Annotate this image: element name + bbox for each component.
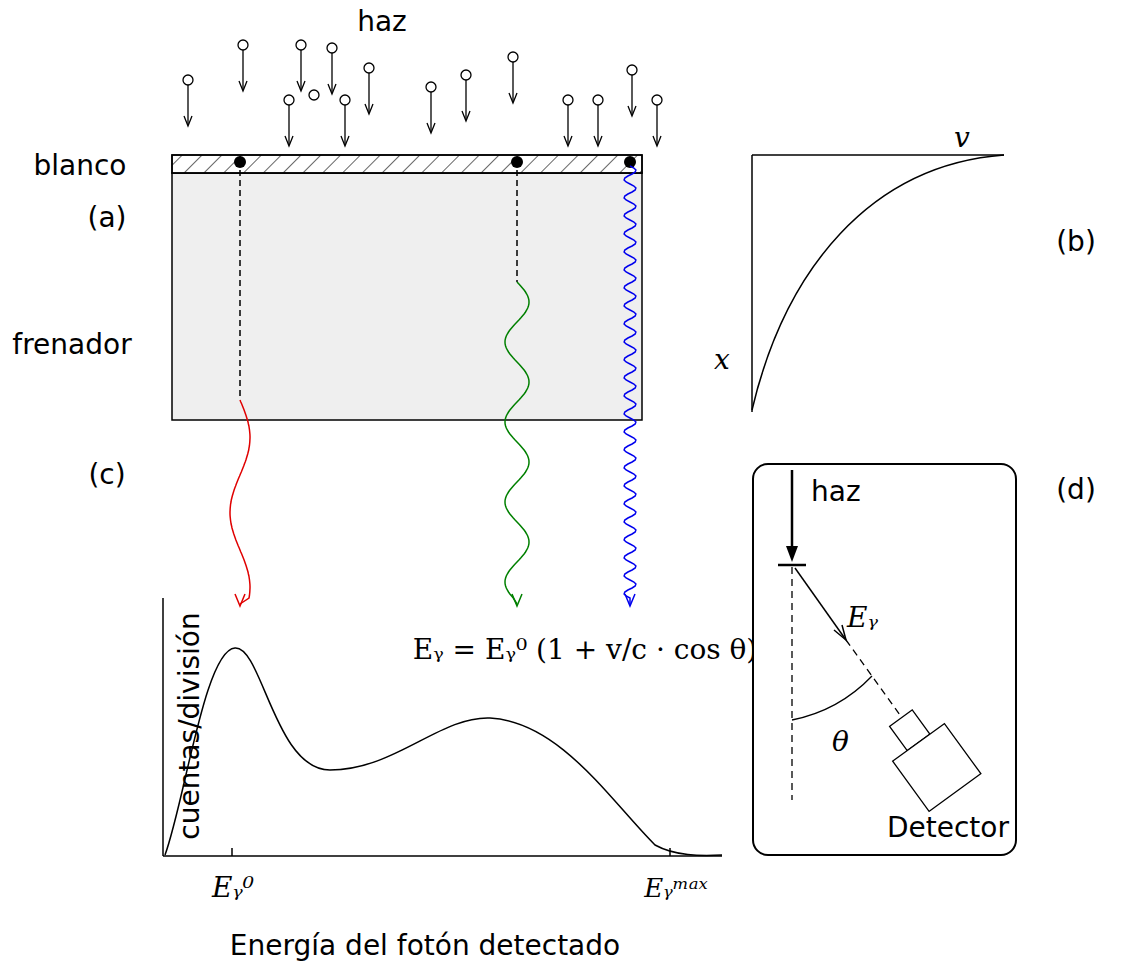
beam-arrow [597,105,598,144]
beam-particle [426,82,436,92]
setup-drawing [754,465,1019,858]
beam-arrowhead [564,136,572,146]
beam-arrow [368,73,369,112]
beam-arrowhead [653,136,661,146]
beam-particle [593,95,603,105]
beam-arrowhead [328,84,336,94]
beam-arrow [656,105,657,144]
gamma-rays [230,166,636,606]
beam-particle [652,95,662,105]
beam-arrowhead [239,81,247,91]
beam-arrow [567,105,568,144]
beam-particle [627,65,637,75]
beam-arrow [430,92,431,131]
beam-arrowhead [285,136,293,146]
target-layer [172,155,642,173]
label: (d) [1056,475,1096,506]
recoil-nucleus [234,156,246,168]
label: Eᵧ⁰ [212,873,254,904]
beam-arrowhead [462,111,470,121]
label: haz [357,7,407,38]
gamma-ray [505,282,529,604]
beam-arrowhead [509,93,517,103]
beam-arrow [344,105,345,144]
beam-particle [296,40,306,50]
gamma-arrowhead [625,594,635,606]
panel-label: Detector [887,813,1009,844]
target-line [778,564,806,567]
detector-symbol [875,699,981,811]
gamma-ray [230,400,250,604]
gamma-arrowhead [235,594,245,606]
beam-arrow [187,85,188,124]
beam-particle [284,95,294,105]
axis [162,598,164,856]
beam-arrow [791,470,794,552]
beam-particle [364,63,374,73]
beam-particle [461,70,471,80]
beam-particle [238,40,248,50]
beam-arrow [300,50,301,89]
label: v [954,123,970,154]
stopper-block [172,173,642,420]
beam-arrowhead [594,136,602,146]
label: Energía del fotón detectado [230,931,620,962]
beam-particle [340,95,350,105]
beam-arrowhead [628,106,636,116]
setup-panel: hazEᵧ θDetector [752,463,1017,856]
beam-arrowhead [184,116,192,126]
recoil-nucleus [511,156,523,168]
beam-arrowhead [297,81,305,91]
tick [231,848,233,856]
recoil-path [239,170,241,400]
detector-axis [846,640,905,722]
panel-label: θ [832,727,849,758]
label: Eᵧᵐᵃˣ [644,874,708,903]
axis [163,855,722,857]
recoil-path [516,170,518,282]
target-hatch [172,155,642,173]
beam-particles [183,40,662,146]
beam-arrow [512,62,513,101]
label: (a) [87,203,126,234]
angle-arc [792,676,872,720]
beam-particle [183,75,193,85]
spectrum-curve [165,648,722,855]
detector-body [893,724,981,812]
panel-label: haz [811,477,861,508]
photon-arrowhead [834,625,846,640]
beam-arrow [331,53,332,92]
beam-particle [309,90,319,100]
label: Eᵧ = Eᵧ⁰ (1 + v/c · cos θ) [413,635,758,666]
label: blanco [34,151,127,182]
beam-arrowhead [427,123,435,133]
beam-arrowhead [365,104,373,114]
photon-arrow [795,568,846,640]
label: frenador [12,330,131,361]
gamma-arrowhead [512,594,522,606]
beam-arrowhead [341,136,349,146]
panel-label: Eᵧ [847,603,878,634]
beam-arrow [631,75,632,114]
beam-arrow [288,105,289,144]
beam-particle [508,52,518,62]
velocity-curve [752,155,1004,410]
label: cuentas/división [175,612,206,839]
axis [752,154,1004,156]
beam-axis [791,567,792,800]
beam-arrow [242,50,243,89]
axis [751,155,753,412]
beam-particle [327,43,337,53]
gamma-ray [624,166,636,604]
label: (c) [88,460,125,491]
beam-arrowhead [786,546,798,562]
label: (b) [1056,227,1096,258]
label: x [714,345,730,376]
beam-arrow [465,80,466,119]
beam-particle [563,95,573,105]
